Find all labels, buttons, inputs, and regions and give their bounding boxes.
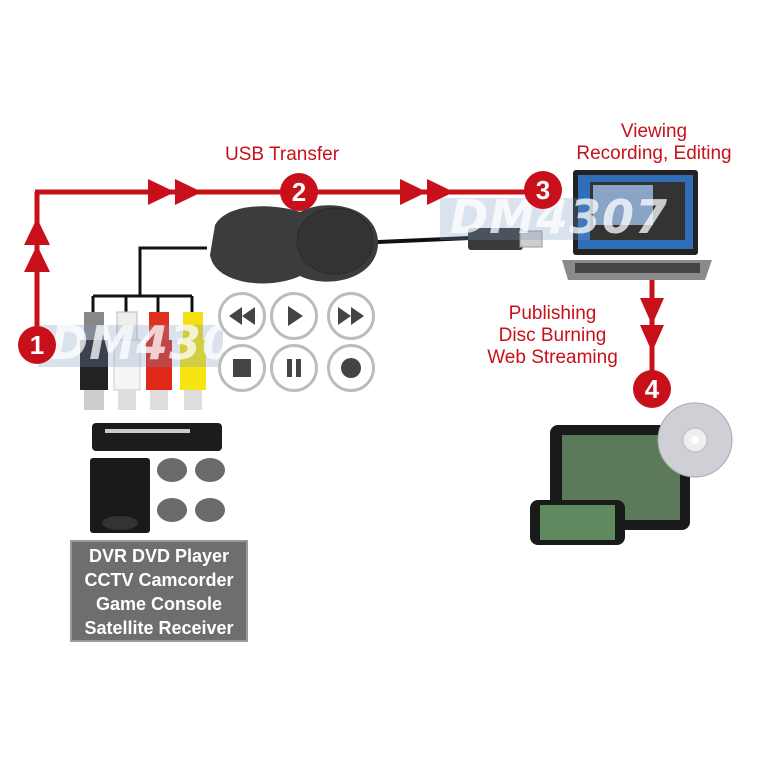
arrow-right-2 <box>175 179 202 205</box>
arrow-down-1 <box>640 298 664 325</box>
output-devices <box>530 402 733 545</box>
audio-red-connector <box>149 312 169 340</box>
record-button[interactable] <box>327 344 375 392</box>
publishing-line-3: Web Streaming <box>487 347 618 368</box>
arrow-down-2 <box>640 325 664 352</box>
pause-icon <box>287 359 301 377</box>
source-line-3: Game Console <box>95 594 223 614</box>
play-button[interactable] <box>270 292 318 340</box>
source-line-4: Satellite Receiver <box>84 618 234 638</box>
cable-usb <box>377 236 471 244</box>
usb-plug <box>468 228 543 250</box>
arrow-right-4 <box>427 179 454 205</box>
dvd-player <box>92 423 222 451</box>
arrow-up-2 <box>24 245 50 272</box>
arrow-right-1 <box>148 179 175 205</box>
publishing-line-1: Publishing <box>508 303 597 324</box>
sources-box: DVR DVD Player CCTV Camcorder Game Conso… <box>70 540 248 642</box>
publishing-label: Publishing Disc Burning Web Streaming <box>475 303 630 369</box>
arrow-right-3 <box>400 179 427 205</box>
step-1-badge: 1 <box>18 326 56 364</box>
av-connectors <box>80 311 206 410</box>
arrow-up-1 <box>24 218 50 245</box>
pause-button[interactable] <box>270 344 318 392</box>
rewind-icon <box>229 307 255 325</box>
fast-forward-button[interactable] <box>327 292 375 340</box>
step-4-badge: 4 <box>633 370 671 408</box>
step-2-badge: 2 <box>280 173 318 211</box>
play-icon <box>288 306 303 326</box>
capture-device <box>210 205 379 284</box>
watermark-band-right <box>440 198 590 240</box>
fast-forward-icon <box>338 307 364 325</box>
source-devices <box>90 423 225 533</box>
rewind-button[interactable] <box>218 292 266 340</box>
viewing-line-1: Viewing <box>620 121 688 142</box>
source-line-1: DVR DVD Player <box>88 546 230 566</box>
source-line-2: CCTV Camcorder <box>84 570 234 590</box>
cables <box>91 236 471 312</box>
usb-transfer-label: USB Transfer <box>225 144 340 165</box>
laptop <box>562 170 712 280</box>
game-console <box>90 458 150 533</box>
cable-left <box>138 246 207 280</box>
viewing-line-2: Recording, Editing <box>576 143 732 164</box>
flow-arrows <box>24 179 664 375</box>
record-icon <box>341 358 361 378</box>
watermark-band-left <box>38 325 223 367</box>
stop-button[interactable] <box>218 344 266 392</box>
cctv-cameras <box>157 458 225 522</box>
stop-icon <box>233 359 251 377</box>
svideo-connector <box>84 312 104 340</box>
viewing-label: Viewing Recording, Editing <box>566 121 742 165</box>
step-3-badge: 3 <box>524 171 562 209</box>
publishing-line-2: Disc Burning <box>498 325 607 346</box>
video-yellow-connector <box>183 312 203 340</box>
